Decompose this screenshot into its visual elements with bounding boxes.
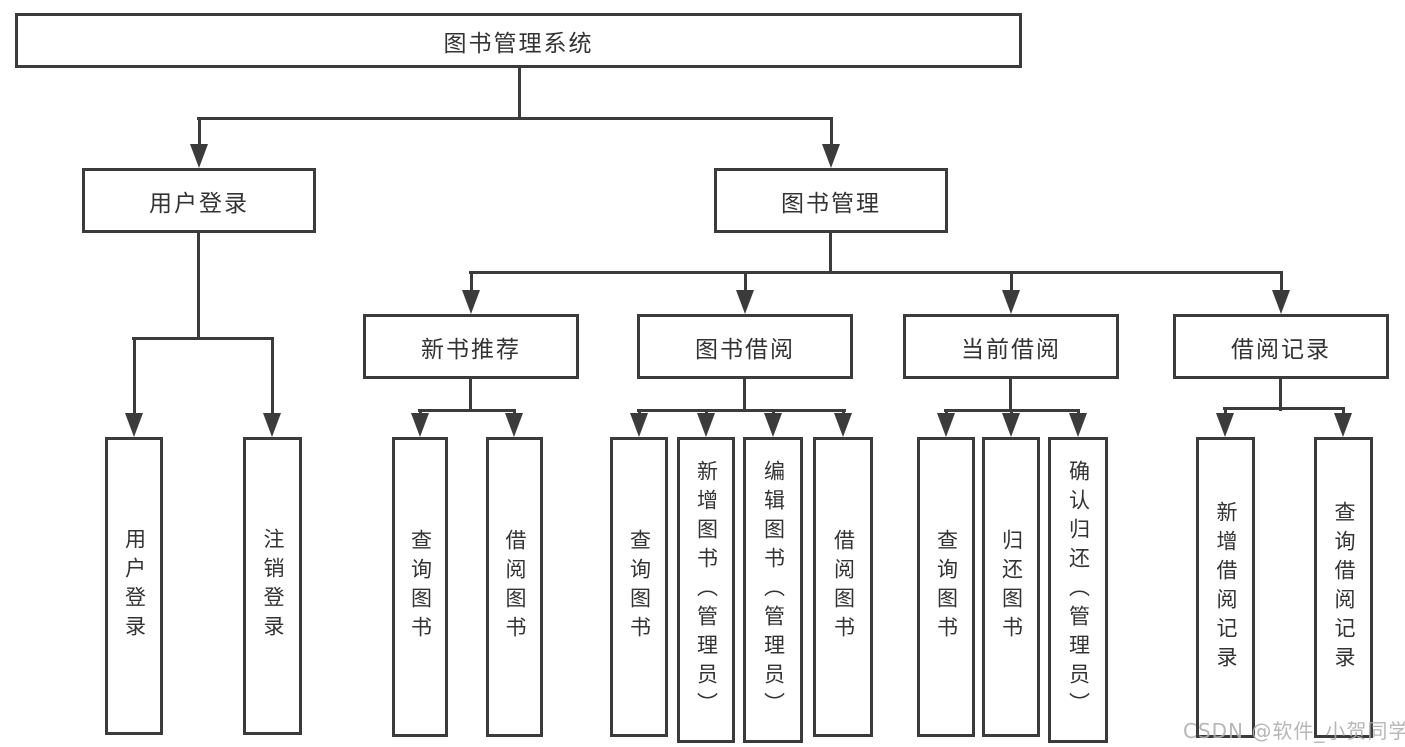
arrowhead-down-icon	[764, 413, 782, 437]
connector-vline	[1009, 379, 1012, 411]
arrowhead-down-icon	[505, 413, 523, 437]
leaf-query-books-recommend: 查询图书	[392, 437, 448, 737]
connector-arrow-stem	[638, 409, 641, 415]
node-book-management: 图书管理	[714, 168, 948, 233]
leaf-add-borrow-record: 新增借阅记录	[1196, 437, 1255, 738]
connector-arrow-stem	[1280, 271, 1283, 292]
node-label: 注销登录	[261, 528, 285, 644]
connector-arrow-stem	[1224, 407, 1227, 415]
connector-hbar	[637, 409, 846, 412]
connector-hbar	[1223, 407, 1345, 410]
node-label: 查询图书	[934, 529, 959, 645]
connector-arrow-stem	[830, 117, 833, 146]
connector-hbar	[132, 337, 273, 340]
arrowhead-down-icon	[125, 413, 143, 437]
leaf-query-books-borrowing: 查询图书	[610, 437, 668, 737]
node-label: 新增图书（管理员）	[694, 459, 719, 721]
connector-hbar	[418, 409, 516, 412]
connector-hbar	[197, 117, 832, 120]
connector-arrow-stem	[772, 409, 775, 415]
node-label: 借阅图书	[831, 529, 856, 645]
connector-vline	[469, 379, 472, 411]
leaf-user-login: 用户登录	[105, 437, 163, 735]
leaf-add-book-admin: 新增图书（管理员）	[677, 437, 735, 743]
leaf-confirm-return-admin: 确认归还（管理员）	[1048, 437, 1108, 743]
connector-arrow-stem	[198, 117, 201, 146]
leaf-return-books: 归还图书	[982, 437, 1040, 737]
connector-arrow-stem	[419, 409, 422, 415]
node-label: 用户登录	[122, 528, 147, 644]
leaf-query-books-current: 查询图书	[917, 437, 975, 737]
arrowhead-down-icon	[822, 144, 840, 168]
connector-arrow-stem	[513, 409, 516, 415]
connector-hbar	[469, 271, 1282, 274]
connector-arrow-stem	[1342, 407, 1345, 415]
arrowhead-down-icon	[1334, 413, 1352, 437]
connector-vline	[518, 66, 521, 119]
connector-arrow-stem	[470, 271, 473, 292]
arrowhead-down-icon	[462, 290, 480, 314]
connector-arrow-stem	[271, 337, 274, 415]
arrowhead-down-icon	[1272, 290, 1290, 314]
node-label: 编辑图书（管理员）	[761, 459, 786, 721]
leaf-logout: 注销登录	[243, 437, 302, 735]
connector-arrow-stem	[1077, 409, 1080, 415]
arrowhead-down-icon	[697, 413, 715, 437]
leaf-edit-book-admin: 编辑图书（管理员）	[743, 437, 803, 743]
connector-arrow-stem	[1010, 271, 1013, 292]
connector-arrow-stem	[744, 271, 747, 292]
arrowhead-down-icon	[411, 413, 429, 437]
arrowhead-down-icon	[834, 413, 852, 437]
node-label: 借阅图书	[503, 529, 527, 645]
leaf-borrow-books-borrowing: 借阅图书	[813, 437, 873, 737]
node-library-system: 图书管理系统	[15, 13, 1022, 68]
arrowhead-down-icon	[630, 413, 648, 437]
arrowhead-down-icon	[1069, 413, 1087, 437]
node-new-book-recommend: 新书推荐	[363, 314, 579, 379]
arrowhead-down-icon	[263, 413, 281, 437]
connector-arrow-stem	[945, 409, 948, 415]
node-book-borrowing: 图书借阅	[637, 314, 853, 379]
node-label: 查询图书	[627, 529, 652, 645]
connector-vline	[829, 233, 832, 273]
connector-vline	[743, 379, 746, 411]
arrowhead-down-icon	[1216, 413, 1234, 437]
node-label: 查询借阅记录	[1332, 500, 1356, 675]
node-label: 查询图书	[408, 529, 433, 645]
connector-arrow-stem	[705, 409, 708, 415]
arrowhead-down-icon	[1002, 290, 1020, 314]
node-label: 新增借阅记录	[1214, 500, 1238, 675]
connector-arrow-stem	[842, 409, 845, 415]
csdn-watermark: CSDN @软件_小贺同学	[1183, 719, 1405, 743]
arrowhead-down-icon	[937, 413, 955, 437]
node-user-login: 用户登录	[82, 168, 316, 233]
arrowhead-down-icon	[190, 144, 208, 168]
node-borrowing-records: 借阅记录	[1173, 314, 1389, 379]
node-current-borrowing: 当前借阅	[903, 314, 1119, 379]
connector-vline	[197, 233, 200, 339]
connector-arrow-stem	[1010, 409, 1013, 415]
leaf-borrow-books-recommend: 借阅图书	[486, 437, 543, 737]
leaf-query-borrow-record: 查询借阅记录	[1314, 437, 1373, 738]
connector-vline	[1279, 379, 1282, 411]
node-label: 确认归还（管理员）	[1066, 459, 1091, 721]
connector-arrow-stem	[133, 337, 136, 415]
arrowhead-down-icon	[736, 290, 754, 314]
arrowhead-down-icon	[1002, 413, 1020, 437]
node-label: 归还图书	[999, 529, 1024, 645]
